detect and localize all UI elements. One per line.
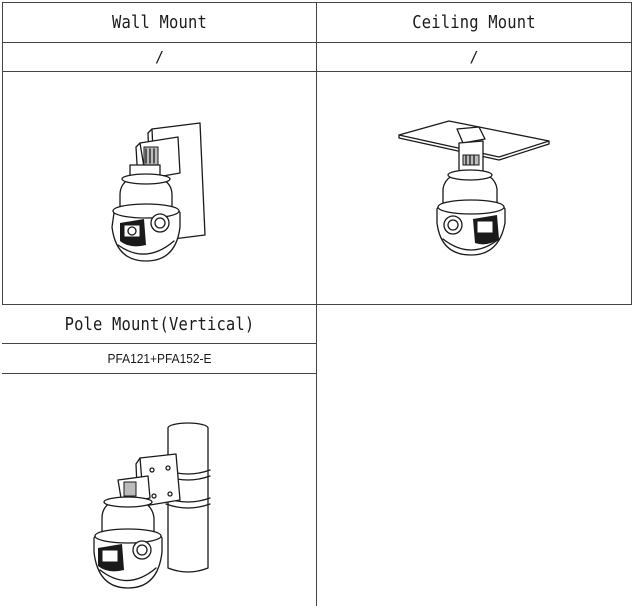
table-top-border <box>2 2 632 3</box>
row-divider <box>2 373 316 374</box>
ceiling-mount-camera-illustration <box>395 115 555 260</box>
row-divider <box>2 304 632 305</box>
pole-mount-accessory: PFA121+PFA152-E <box>107 351 212 366</box>
table-right-border <box>631 2 632 304</box>
row-divider <box>2 71 632 72</box>
wall-mount-accessory: / <box>154 48 165 66</box>
wall-mount-camera-illustration <box>100 115 220 275</box>
wall-mount-title: Wall Mount <box>112 12 207 33</box>
table-left-border <box>2 2 3 304</box>
ceiling-mount-title: Ceiling Mount <box>412 12 536 33</box>
pole-mount-camera-illustration <box>88 420 223 600</box>
row-divider <box>2 42 632 43</box>
pole-mount-title: Pole Mount(Vertical) <box>64 313 255 335</box>
row-divider <box>2 343 316 344</box>
column-divider <box>316 2 317 606</box>
ceiling-mount-accessory: / <box>469 48 479 66</box>
